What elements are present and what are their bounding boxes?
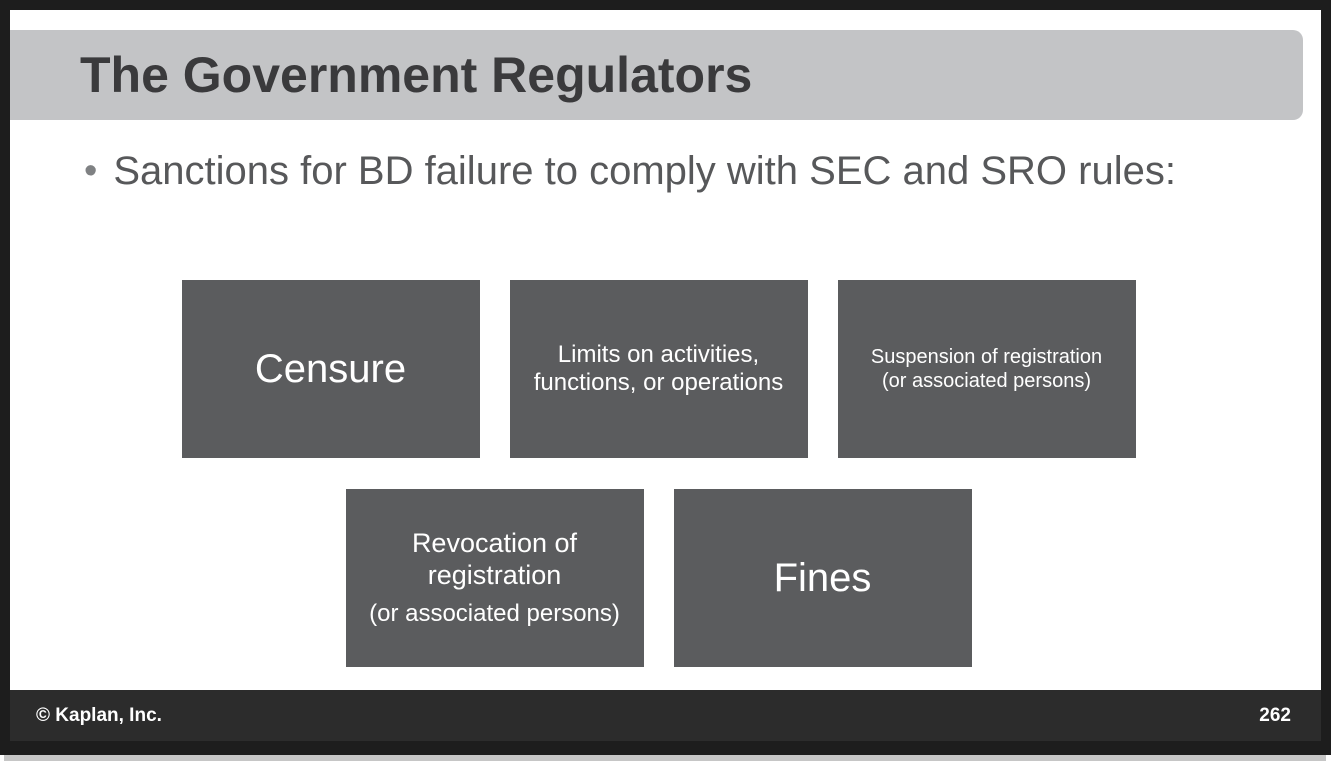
sanction-box-label: Fines [773,555,872,600]
page-number: 262 [1259,704,1291,726]
page-title: The Government Regulators [80,47,753,103]
copyright-text: © Kaplan, Inc. [36,704,162,726]
sanction-boxes-row-2: Revocation of registration (or associate… [10,489,1307,667]
sanction-box-label: Limits on activities, functions, or oper… [533,340,784,396]
bullet-icon: • [84,150,98,192]
sanction-box-censure: Censure [181,280,480,458]
sanction-box-revocation: Revocation of registration (or associate… [345,489,644,667]
sanction-box-fines: Fines [673,489,972,667]
sanction-box-label: Revocation of registration [411,528,578,590]
sanction-box-sublabel: (or associated persons) [882,370,1091,392]
sanction-boxes-row-1: Censure Limits on activities, functions,… [10,280,1307,458]
sanction-box-text: Suspension of registration (or associate… [871,345,1102,393]
sanction-box-label: Suspension of registration [870,346,1103,368]
footer-bar: © Kaplan, Inc. 262 [10,690,1321,741]
sanction-box-suspension: Suspension of registration (or associate… [837,280,1136,458]
title-bar: The Government Regulators [10,30,1303,120]
bottom-edge [4,755,1326,761]
sanction-box-label: Censure [254,346,407,391]
sanction-box-limits: Limits on activities, functions, or oper… [509,280,808,458]
sanction-box-text: Revocation of registration (or associate… [357,528,632,627]
bullet-text: Sanctions for BD failure to comply with … [113,149,1176,193]
sanction-box-sublabel: (or associated persons) [369,599,620,627]
bullet-item: • Sanctions for BD failure to comply wit… [84,142,1176,200]
